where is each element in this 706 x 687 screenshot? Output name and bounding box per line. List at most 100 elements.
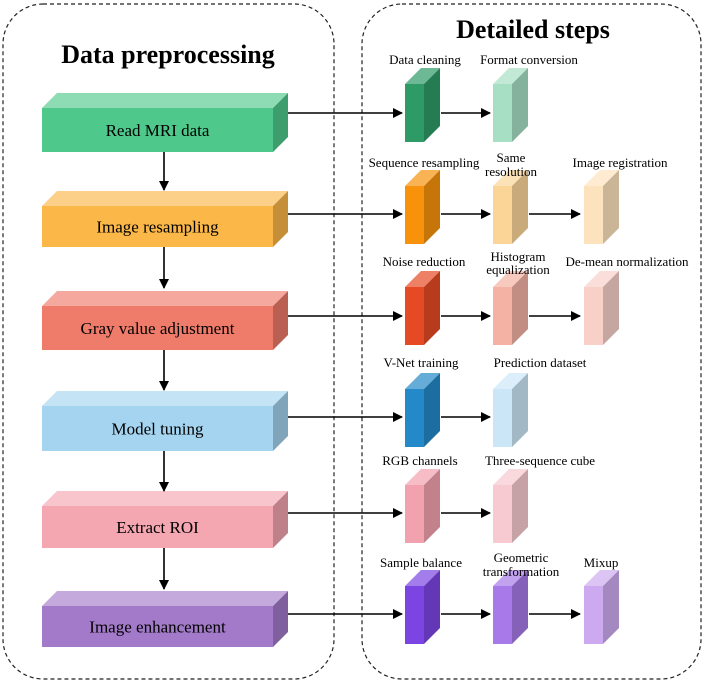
cube-top-face: [405, 373, 440, 389]
box-side-face: [273, 491, 288, 548]
cube-top-face: [584, 170, 619, 186]
cube-front-face: [405, 84, 424, 142]
cube-side-face: [512, 469, 528, 543]
cube-side-face: [424, 170, 440, 244]
detail-cube-15: [584, 570, 619, 644]
cube-top-face: [493, 373, 528, 389]
cube-top-face: [405, 469, 440, 485]
detail-cube-4: [493, 170, 528, 244]
label-resolution: resolution: [485, 164, 537, 179]
cube-front-face: [584, 186, 603, 244]
label-sample-balance: Sample balance: [380, 555, 462, 570]
label-format-conversion: Format conversion: [480, 52, 578, 67]
label-rgb-channels: RGB channels: [382, 453, 457, 468]
cube-top-face: [493, 469, 528, 485]
box-side-face: [273, 93, 288, 152]
label-v-net-training: V-Net training: [384, 355, 459, 370]
detail-cube-9: [405, 373, 440, 447]
label-geometric: Geometric: [494, 550, 549, 565]
label-data-cleaning: Data cleaning: [389, 52, 461, 67]
pipeline-box-label: Image enhancement: [89, 618, 226, 637]
detail-cube-3: [405, 170, 440, 244]
cube-front-face: [493, 84, 512, 142]
box-top-face: [42, 93, 288, 108]
cube-side-face: [603, 570, 619, 644]
detail-cube-12: [493, 469, 528, 543]
pipeline-box-6: Image enhancement: [42, 591, 288, 647]
label-noise-reduction: Noise reduction: [383, 254, 466, 269]
cube-side-face: [512, 570, 528, 644]
detail-labels: Data cleaning Format conversion Sequence…: [369, 52, 689, 579]
label-equalization: equalization: [486, 262, 550, 277]
cube-side-face: [424, 373, 440, 447]
detail-cube-1: [405, 68, 440, 142]
cube-side-face: [603, 271, 619, 345]
label-de-mean-normalization: De-mean normalization: [565, 254, 689, 269]
box-top-face: [42, 191, 288, 206]
label-transformation: transformation: [483, 564, 560, 579]
cube-front-face: [405, 186, 424, 244]
detail-cube-2: [493, 68, 528, 142]
cube-front-face: [405, 586, 424, 644]
left-panel: [2, 3, 335, 680]
detail-cube-8: [584, 271, 619, 345]
box-top-face: [42, 391, 288, 406]
box-front-face: [42, 406, 273, 451]
label-sequence-resampling: Sequence resampling: [369, 155, 480, 170]
cube-top-face: [405, 570, 440, 586]
cube-top-face: [584, 570, 619, 586]
label-image-registration: Image registration: [573, 155, 668, 170]
pipeline-box-1: Read MRI data: [42, 93, 288, 152]
detail-cube-11: [405, 469, 440, 543]
cube-top-face: [405, 271, 440, 287]
cube-side-face: [424, 469, 440, 543]
cube-front-face: [405, 389, 424, 447]
cube-front-face: [493, 287, 512, 345]
pipeline-box-label: Image resampling: [96, 218, 219, 237]
cube-front-face: [493, 485, 512, 543]
right-panel: [361, 3, 702, 680]
pipeline-box-label: Extract ROI: [116, 518, 199, 537]
cube-top-face: [405, 170, 440, 186]
pipeline-box-5: Extract ROI: [42, 491, 288, 548]
detail-cube-7: [493, 271, 528, 345]
left-panel-title: Data preprocessing: [61, 40, 275, 69]
pipeline-box-label: Read MRI data: [106, 121, 210, 140]
cube-front-face: [493, 389, 512, 447]
detail-connectors: [288, 108, 581, 619]
box-top-face: [42, 291, 288, 306]
box-front-face: [42, 108, 273, 152]
box-side-face: [273, 591, 288, 647]
pipeline-box-3: Gray value adjustment: [42, 291, 288, 350]
detail-cube-14: [493, 570, 528, 644]
cube-top-face: [493, 68, 528, 84]
cube-side-face: [424, 68, 440, 142]
detail-cube-10: [493, 373, 528, 447]
box-top-face: [42, 491, 288, 506]
label-three-sequence-cube: Three-sequence cube: [485, 453, 595, 468]
cube-front-face: [405, 287, 424, 345]
box-front-face: [42, 306, 273, 350]
pipeline-box-label: Model tuning: [111, 420, 204, 439]
cube-front-face: [405, 485, 424, 543]
detail-cube-6: [405, 271, 440, 345]
cube-front-face: [584, 287, 603, 345]
right-panel-title: Detailed steps: [456, 15, 610, 44]
label-histogram: Histogram: [491, 249, 546, 264]
label-same: Same: [497, 150, 526, 165]
cube-front-face: [493, 186, 512, 244]
box-top-face: [42, 591, 288, 606]
box-side-face: [273, 291, 288, 350]
label-mixup: Mixup: [584, 555, 619, 570]
cube-side-face: [424, 271, 440, 345]
cube-side-face: [512, 373, 528, 447]
cube-side-face: [512, 170, 528, 244]
cube-top-face: [493, 170, 528, 186]
pipeline-box-label: Gray value adjustment: [81, 319, 235, 338]
cube-top-face: [405, 68, 440, 84]
cube-top-face: [493, 271, 528, 287]
box-front-face: [42, 606, 273, 647]
box-side-face: [273, 391, 288, 451]
